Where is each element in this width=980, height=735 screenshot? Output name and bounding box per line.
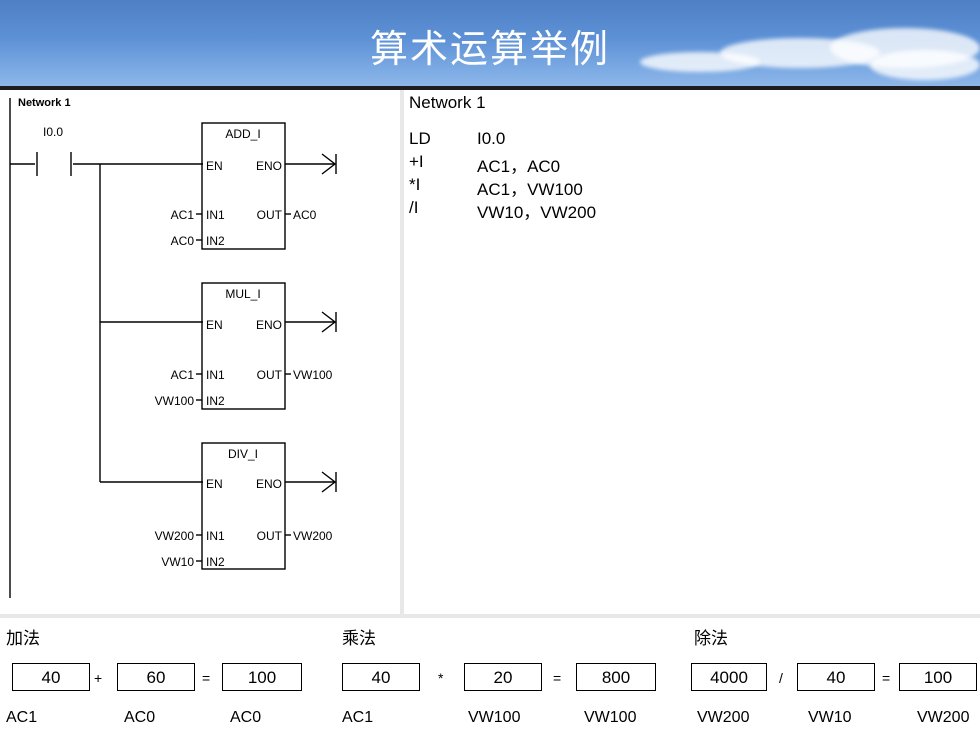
div-result-box: 100 — [899, 663, 977, 691]
ladder-diagram: Network 1 I0.0 ADD_I EN ENO IN1 IN2 OUT … — [9, 97, 337, 598]
div-operand-b-box: 40 — [797, 663, 875, 691]
mul-operand-b-register: VW100 — [468, 709, 521, 726]
title-banner: 算术运算举例 — [0, 0, 980, 86]
add-operand-b-box: 60 — [117, 663, 195, 691]
add-operand-a-register: AC1 — [6, 709, 38, 726]
stl-op: *I — [409, 175, 421, 194]
div-block-name: DIV_I — [228, 447, 258, 461]
add-heading: 加法 — [6, 629, 40, 649]
mul-in1-operand: AC1 — [171, 368, 195, 382]
add-eno-arrow — [321, 153, 337, 175]
mul-operand-a-register: AC1 — [342, 709, 374, 726]
div-in1-label: IN1 — [206, 529, 225, 543]
div-result-register: VW200 — [917, 709, 970, 726]
slide-title: 算术运算举例 — [369, 27, 610, 71]
add-block-name: ADD_I — [225, 127, 260, 141]
add-block-box — [201, 122, 286, 250]
mul-result-box: 800 — [576, 663, 656, 691]
div-operand-a-register: VW200 — [697, 709, 750, 726]
add-in1-label: IN1 — [206, 208, 225, 222]
stl-arg: VW10，VW200 — [477, 203, 597, 222]
add-operand-a-box: 40 — [12, 663, 90, 691]
div-operator: / — [779, 670, 783, 686]
arithmetic-examples: 加法 40 + 60 = 100 AC1 AC0 AC0 乘法 40 * 20 … — [0, 618, 980, 735]
stl-arg: AC1，VW100 — [477, 180, 583, 199]
div-equals: = — [882, 670, 891, 686]
mul-in2-operand: VW100 — [155, 394, 195, 408]
contact-label: I0.0 — [43, 125, 63, 139]
mul-eno-arrow — [321, 311, 337, 333]
mul-operand-b-box: 20 — [464, 663, 542, 691]
mul-out-operand: VW100 — [293, 368, 333, 382]
add-in2-operand: AC0 — [171, 234, 195, 248]
ladder-network-label: Network 1 — [18, 97, 71, 109]
mul-result-register: VW100 — [584, 709, 637, 726]
div-operand-b-register: VW10 — [808, 709, 852, 726]
stl-network-label: Network 1 — [409, 93, 486, 112]
add-in2-label: IN2 — [206, 234, 225, 248]
mul-operand-a-box: 40 — [342, 663, 420, 691]
mul-en-label: EN — [206, 318, 223, 332]
div-heading: 除法 — [694, 629, 728, 649]
mul-block-box — [201, 282, 286, 410]
div-operand-a-box: 4000 — [691, 663, 767, 691]
add-result-box: 100 — [222, 663, 302, 691]
mul-out-label: OUT — [257, 368, 283, 382]
add-en-label: EN — [206, 159, 223, 173]
mul-operator: * — [438, 670, 444, 686]
div-out-operand: VW200 — [293, 529, 333, 543]
add-in1-operand: AC1 — [171, 208, 195, 222]
div-out-label: OUT — [257, 529, 283, 543]
mul-in1-label: IN1 — [206, 368, 225, 382]
add-out-operand: AC0 — [293, 208, 317, 222]
div-eno-label: ENO — [256, 477, 282, 491]
div-eno-arrow — [321, 471, 337, 493]
mul-equals: = — [553, 670, 562, 686]
stl-op: LD — [409, 129, 431, 148]
div-in2-operand: VW10 — [161, 555, 194, 569]
add-equals: = — [202, 670, 211, 686]
mul-block-name: MUL_I — [225, 287, 260, 301]
stl-op: +I — [409, 152, 424, 171]
mul-heading: 乘法 — [342, 629, 376, 649]
mul-eno-label: ENO — [256, 318, 282, 332]
stl-op: /I — [409, 198, 419, 217]
statement-list-panel: Network 1 LD I0.0 +I AC1，AC0 *I AC1，VW10… — [404, 90, 980, 614]
mul-in2-label: IN2 — [206, 394, 225, 408]
stl-arg: I0.0 — [477, 129, 506, 148]
add-operand-b-register: AC0 — [124, 709, 156, 726]
div-en-label: EN — [206, 477, 223, 491]
panel-divider-horizontal — [0, 614, 980, 618]
add-operator: + — [94, 670, 103, 686]
div-block-box — [201, 442, 286, 570]
panel-divider-vertical — [400, 90, 404, 614]
add-out-label: OUT — [257, 208, 283, 222]
header-rule — [0, 86, 980, 90]
stl-arg: AC1，AC0 — [477, 157, 561, 176]
add-result-register: AC0 — [230, 709, 262, 726]
add-eno-label: ENO — [256, 159, 282, 173]
ladder-diagram-panel: Network 1 I0.0 ADD_I EN ENO IN1 IN2 OUT … — [0, 90, 400, 614]
div-in1-operand: VW200 — [155, 529, 195, 543]
div-in2-label: IN2 — [206, 555, 225, 569]
